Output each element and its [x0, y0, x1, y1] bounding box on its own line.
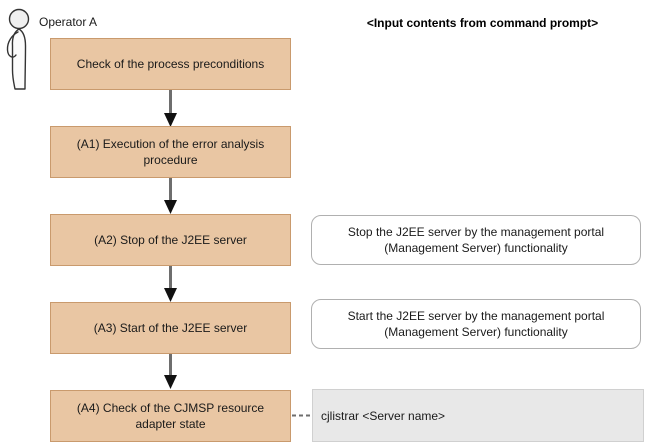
process-text-line: (A3) Start of the J2EE server	[93, 321, 248, 335]
command-text: cjlistrar <Server name>	[321, 408, 446, 423]
command-box-a4: cjlistrar <Server name>	[312, 389, 644, 442]
process-box-a2[interactable]: (A2) Stop of the J2EE server	[50, 214, 291, 266]
arrowhead-a3-a4	[164, 375, 177, 389]
note-box-a2: Stop the J2EE server by the management p…	[311, 215, 641, 265]
arrowhead-a1-a2	[164, 200, 177, 214]
note-text-line: functionality	[504, 241, 568, 255]
process-box-start[interactable]: Check of the process preconditions	[50, 38, 291, 90]
note-text-line: functionality	[504, 325, 568, 339]
arrowhead-start-a1	[164, 113, 177, 127]
note-text-line: (Management Server)	[384, 241, 501, 255]
process-text-line: adapter state	[135, 417, 206, 431]
process-text-line: Check of the process preconditions	[76, 57, 265, 71]
process-text-line: (A4) Check of the CJMSP resource	[76, 401, 265, 415]
actor-label: Operator A	[39, 15, 98, 29]
arrowhead-a2-a3	[164, 288, 177, 302]
note-box-a3: Start the J2EE server by the management …	[311, 299, 641, 349]
process-box-a4[interactable]: (A4) Check of the CJMSP resource adapter…	[50, 390, 291, 442]
process-text-line: (A2) Stop of the J2EE server	[94, 233, 247, 247]
note-text-line: Stop the J2EE server by the management p…	[347, 225, 605, 239]
note-text-line: Start the J2EE server by the management …	[347, 309, 605, 323]
person-actor-icon	[2, 8, 38, 94]
process-text-line: procedure	[143, 153, 198, 167]
process-box-a3[interactable]: (A3) Start of the J2EE server	[50, 302, 291, 354]
process-box-a1[interactable]: (A1) Execution of the error analysis pro…	[50, 126, 291, 178]
note-text-line: (Management Server)	[384, 325, 501, 339]
process-text-line: (A1) Execution of the error analysis	[76, 137, 265, 151]
column-header-command-prompt: <Input contents from command prompt>	[366, 16, 599, 30]
